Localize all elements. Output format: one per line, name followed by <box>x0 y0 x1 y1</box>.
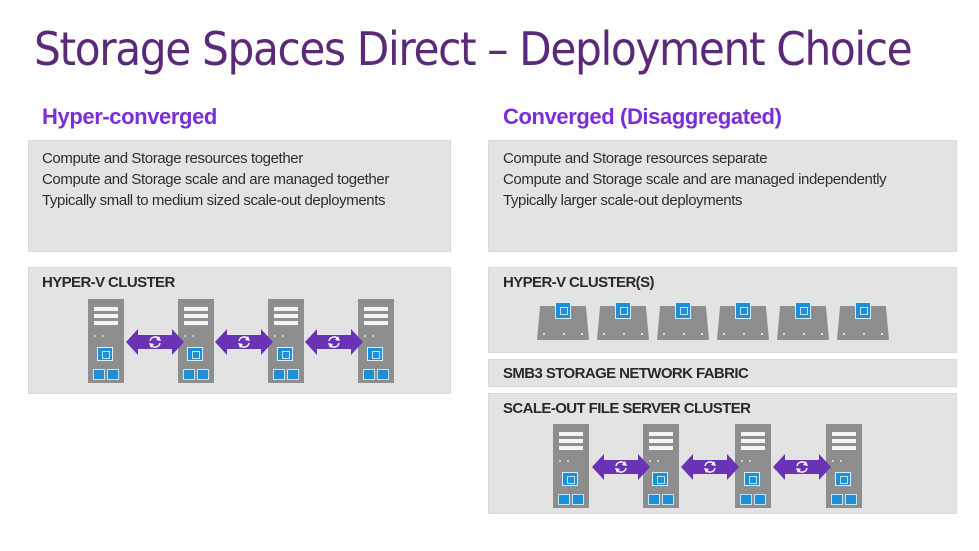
tower-server-icon <box>553 424 589 508</box>
description-line: Compute and Storage resources separate <box>503 150 768 167</box>
hyper-v-clusters-label: HYPER-V CLUSTER(S) <box>503 274 654 291</box>
bidirectional-sync-arrow-icon <box>773 454 831 480</box>
converged-description: Compute and Storage resources separate C… <box>503 148 887 211</box>
converged-description-panel <box>488 140 957 252</box>
storage-fabric-label: SMB3 STORAGE NETWORK FABRIC <box>503 365 749 382</box>
bidirectional-sync-arrow-icon <box>126 329 184 355</box>
tower-server-icon <box>358 299 394 383</box>
rack-server-icon <box>717 302 769 340</box>
description-line: Compute and Storage scale and are manage… <box>42 171 389 188</box>
storage-fabric-panel <box>488 359 957 387</box>
sofs-cluster-label: SCALE-OUT FILE SERVER CLUSTER <box>503 400 751 417</box>
hyper-converged-heading: Hyper-converged <box>42 104 217 129</box>
bidirectional-sync-arrow-icon <box>215 329 273 355</box>
tower-server-icon <box>88 299 124 383</box>
tower-server-icon <box>268 299 304 383</box>
tower-server-icon <box>826 424 862 508</box>
bidirectional-sync-arrow-icon <box>305 329 363 355</box>
hyper-v-cluster-label: HYPER-V CLUSTER <box>42 274 175 291</box>
rack-server-icon <box>837 302 889 340</box>
tower-server-icon <box>178 299 214 383</box>
page-title: Storage Spaces Direct – Deployment Choic… <box>34 22 913 76</box>
rack-server-icon <box>537 302 589 340</box>
hyper-converged-description-panel <box>28 140 451 252</box>
bidirectional-sync-arrow-icon <box>592 454 650 480</box>
description-line: Typically small to medium sized scale-ou… <box>42 192 386 209</box>
rack-server-icon <box>597 302 649 340</box>
tower-server-icon <box>735 424 771 508</box>
description-line: Typically larger scale-out deployments <box>503 192 743 209</box>
rack-server-icon <box>777 302 829 340</box>
converged-heading: Converged (Disaggregated) <box>503 104 782 129</box>
description-line: Compute and Storage scale and are manage… <box>503 171 887 188</box>
hyper-converged-description: Compute and Storage resources together C… <box>42 148 389 211</box>
bidirectional-sync-arrow-icon <box>681 454 739 480</box>
description-line: Compute and Storage resources together <box>42 150 303 167</box>
rack-server-icon <box>657 302 709 340</box>
